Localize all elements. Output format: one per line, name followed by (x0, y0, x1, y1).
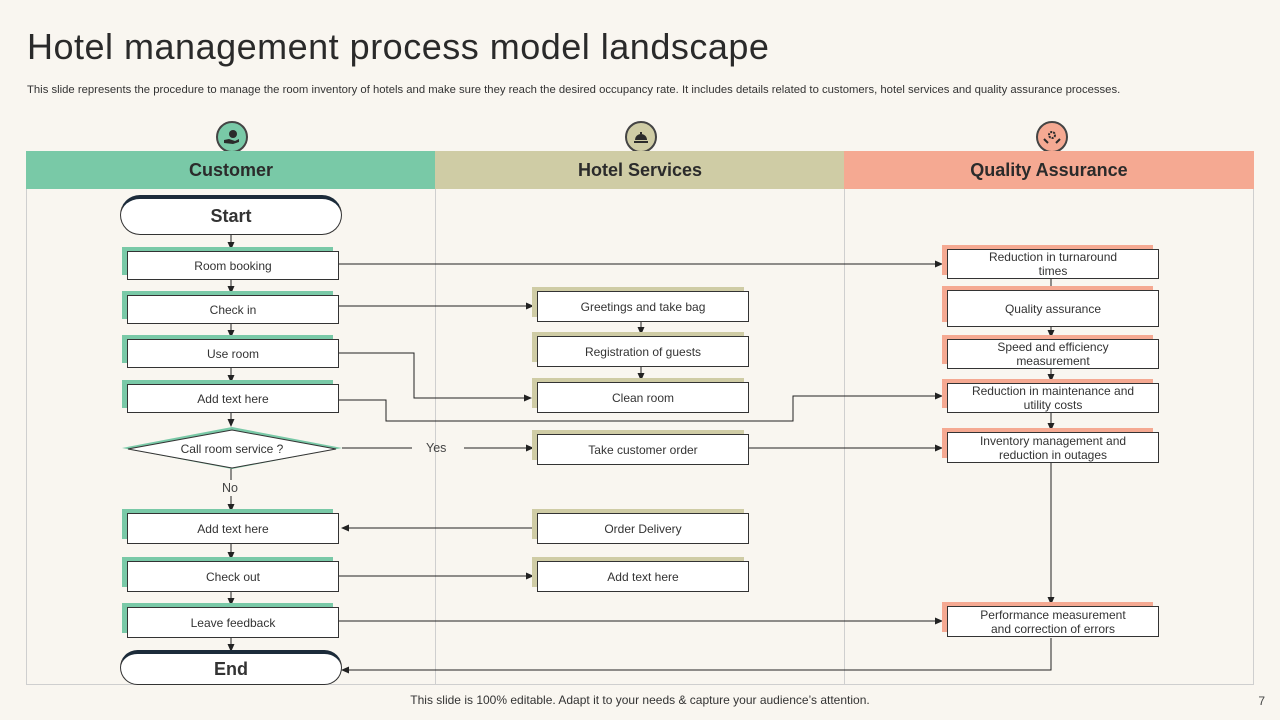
hotel-take-order: Take customer order (537, 434, 749, 465)
page-subtitle: This slide represents the procedure to m… (27, 84, 1121, 96)
lane-header-hotel-services: Hotel Services (435, 151, 845, 189)
room-service-bell-icon (625, 121, 657, 153)
lane-header-quality-assurance: Quality Assurance (844, 151, 1254, 189)
qa-inventory-management: Inventory management and reduction in ou… (947, 432, 1159, 463)
step-use-room: Use room (127, 339, 339, 368)
no-label: No (222, 481, 238, 495)
hotel-clean-room: Clean room (537, 382, 749, 413)
page-number: 7 (1258, 694, 1265, 708)
step-check-in: Check in (127, 295, 339, 324)
hotel-add-text: Add text here (537, 561, 749, 592)
step-check-out: Check out (127, 561, 339, 592)
hotel-registration: Registration of guests (537, 336, 749, 367)
decision-label: Call room service ? (180, 442, 284, 456)
footer-note: This slide is 100% editable. Adapt it to… (410, 693, 870, 707)
end-node: End (120, 650, 342, 685)
lane-header-customer: Customer (26, 151, 436, 189)
step-add-text-2: Add text here (127, 513, 339, 544)
qa-quality-assurance: Quality assurance (947, 290, 1159, 327)
step-add-text: Add text here (127, 384, 339, 413)
qa-maintenance-costs: Reduction in maintenance and utility cos… (947, 383, 1159, 413)
qa-performance-measurement: Performance measurement and correction o… (947, 606, 1159, 637)
arrow-useroom-to-clean (339, 352, 532, 402)
hands-gear-icon (1036, 121, 1068, 153)
hotel-greetings: Greetings and take bag (537, 291, 749, 322)
qa-turnaround: Reduction in turnaround times (947, 249, 1159, 279)
step-room-booking: Room booking (127, 251, 339, 280)
decision-diamond (122, 427, 342, 469)
qa-speed-efficiency: Speed and efficiency measurement (947, 339, 1159, 369)
arrow-q6-to-end (341, 638, 1052, 674)
step-leave-feedback: Leave feedback (127, 607, 339, 638)
yes-label: Yes (426, 441, 447, 455)
page-title: Hotel management process model landscape (27, 26, 770, 67)
start-node: Start (120, 195, 342, 235)
arrow-addtext-to-q4 (339, 392, 943, 422)
hotel-order-delivery: Order Delivery (537, 513, 749, 544)
